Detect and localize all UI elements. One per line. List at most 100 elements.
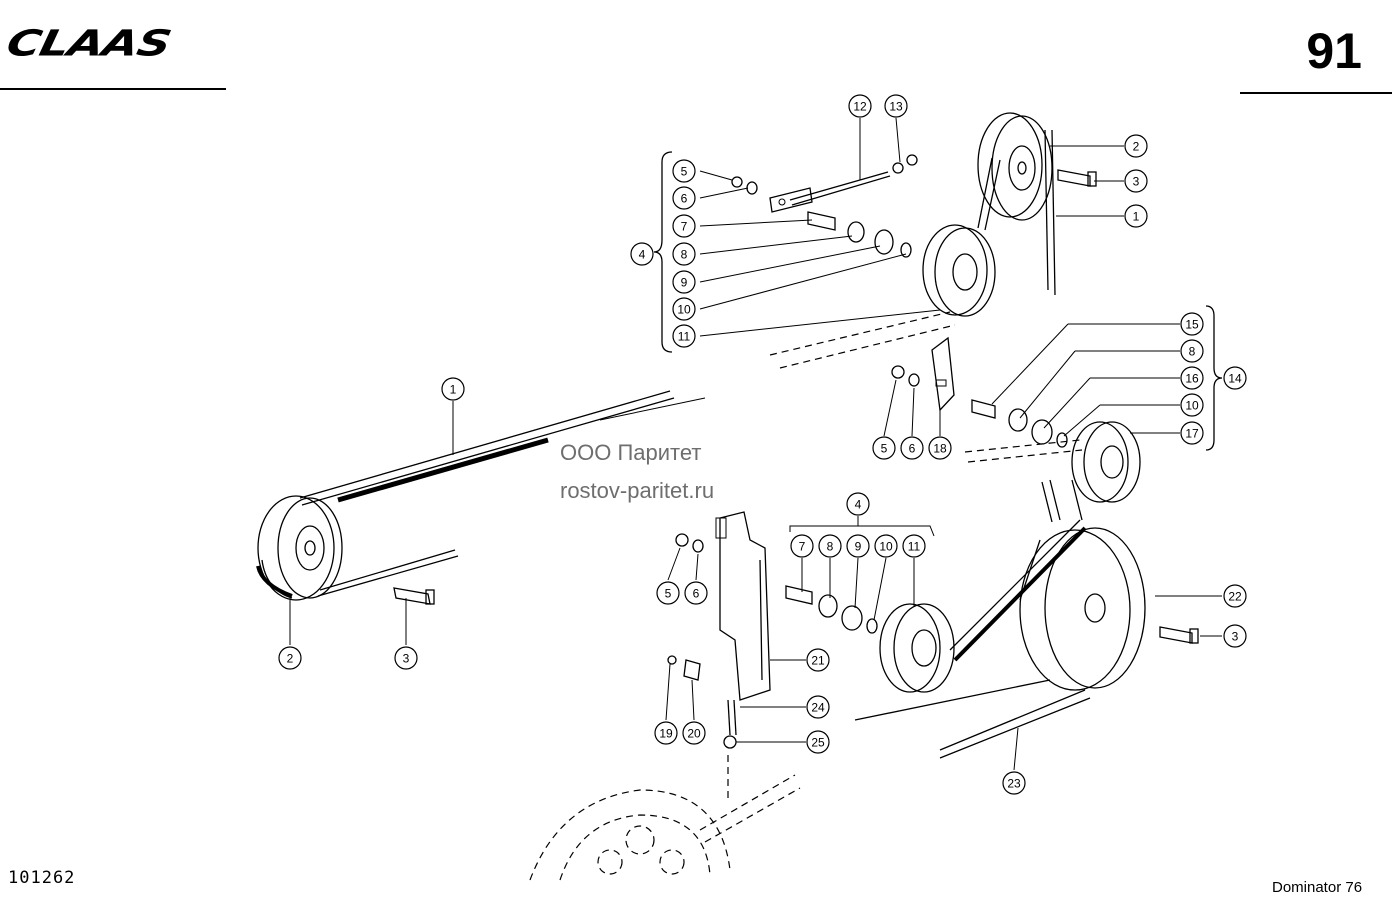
svg-text:25: 25 [811,736,825,750]
svg-text:11: 11 [678,330,691,344]
callout-6: 6 [900,436,924,460]
svg-text:9: 9 [855,540,862,554]
callout-1: 1 [441,377,465,401]
svg-text:8: 8 [681,248,688,262]
svg-text:15: 15 [1185,318,1199,332]
callout-9: 9 [846,534,870,558]
svg-text:22: 22 [1228,590,1242,604]
callout-10: 10 [1180,393,1204,417]
mid-small-parts [891,365,1068,448]
svg-text:24: 24 [811,701,825,715]
svg-text:1: 1 [1133,210,1140,224]
callout-11: 11 [672,324,696,348]
svg-text:2: 2 [1133,140,1140,154]
callout-24: 24 [806,695,830,719]
callout-7: 7 [790,534,814,558]
callout-19: 19 [654,721,678,745]
group-bracket-upper [653,151,673,353]
svg-text:14: 14 [1228,372,1242,386]
callout-15: 15 [1180,312,1204,336]
long-belt [299,390,706,597]
callout-1: 1 [1124,204,1148,228]
svg-text:10: 10 [879,540,893,554]
leader-lines-lower [289,401,1222,771]
svg-text:4: 4 [855,498,862,512]
svg-text:3: 3 [1133,175,1140,189]
svg-text:23: 23 [1007,777,1021,791]
svg-text:5: 5 [881,442,888,456]
svg-text:13: 13 [889,100,903,114]
callout-5: 5 [872,436,896,460]
callout-2: 2 [1124,134,1148,158]
callout-2: 2 [278,646,302,670]
svg-text:18: 18 [933,442,947,456]
callout-23: 23 [1002,771,1026,795]
callout-3: 3 [1223,624,1247,648]
callout-16: 16 [1180,366,1204,390]
svg-text:7: 7 [799,540,806,554]
pulley-left [256,495,343,601]
callout-5: 5 [656,581,680,605]
callout-25: 25 [806,730,830,754]
svg-text:12: 12 [853,100,867,114]
svg-text:19: 19 [659,727,673,741]
callout-8: 8 [672,242,696,266]
callout-22: 22 [1223,584,1247,608]
callout-10: 10 [672,297,696,321]
callout-12: 12 [848,94,872,118]
svg-text:21: 21 [811,654,825,668]
svg-text:5: 5 [681,165,688,179]
callout-6: 6 [684,581,708,605]
callout-20: 20 [682,721,706,745]
pulley-22 [1019,527,1146,691]
svg-text:10: 10 [1185,399,1199,413]
svg-text:7: 7 [681,220,688,234]
svg-text:6: 6 [681,192,688,206]
callout-3: 3 [394,646,418,670]
svg-text:4: 4 [639,248,646,262]
callout-13: 13 [884,94,908,118]
header-rule-left [0,88,226,90]
belt-23 [854,519,1091,759]
callout-18: 18 [928,436,952,460]
belt-vertical [1041,479,1083,523]
callout-3: 3 [1124,169,1148,193]
svg-text:8: 8 [827,540,834,554]
callout-8: 8 [1180,339,1204,363]
callout-8: 8 [818,534,842,558]
svg-text:10: 10 [677,303,691,317]
watermark-url: rostov-paritet.ru [560,478,715,503]
watermark-company: ООО Паритет [560,440,702,465]
callout-4: 4 [630,242,654,266]
callout-5: 5 [672,159,696,183]
document-number: 101262 [8,868,76,888]
leader-lines-mid [883,323,1180,437]
lower-small-parts [785,585,878,634]
svg-text:8: 8 [1189,345,1196,359]
svg-text:6: 6 [693,587,700,601]
svg-text:6: 6 [909,442,916,456]
svg-text:9: 9 [681,276,688,290]
svg-text:20: 20 [687,727,701,741]
leader-lines-upper [699,117,1124,337]
callout-11: 11 [902,534,926,558]
svg-text:1: 1 [450,383,457,397]
callout-6: 6 [672,186,696,210]
bolt-upper [1057,169,1097,187]
model-name: Dominator 76 [1272,879,1363,896]
svg-text:17: 17 [1185,427,1199,441]
callout-21: 21 [806,648,830,672]
svg-text:3: 3 [403,652,410,666]
callout-14: 14 [1223,366,1247,390]
header-rule-right [1240,92,1392,94]
pulley-upper [977,112,1056,296]
sprocket-dashed [529,755,801,881]
bolt-left [393,587,435,605]
svg-text:5: 5 [665,587,672,601]
group-bracket-14 [1205,305,1223,451]
svg-text:2: 2 [287,652,294,666]
svg-text:11: 11 [908,540,921,554]
callout-17: 17 [1180,421,1204,445]
